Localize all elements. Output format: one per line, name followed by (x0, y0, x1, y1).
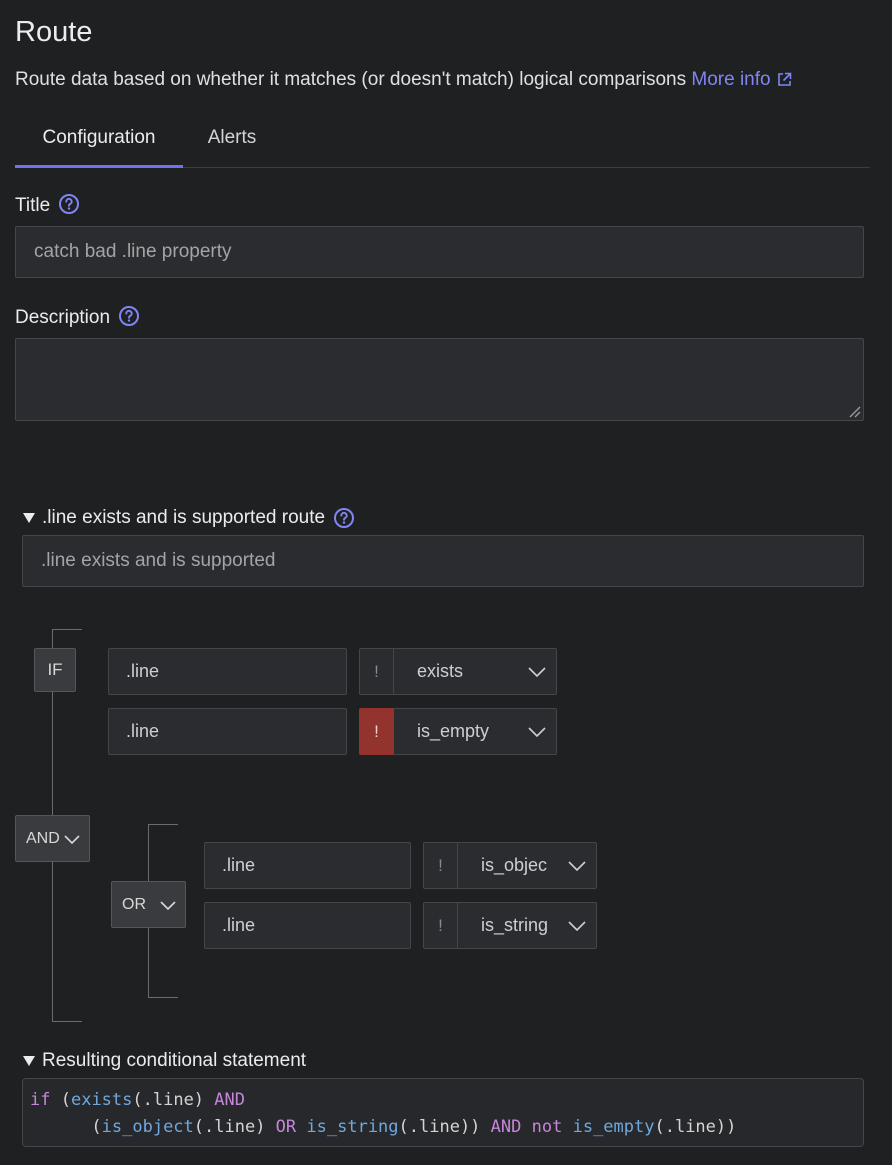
code-token: (.line) (193, 1117, 276, 1137)
operator-select[interactable]: exists (394, 648, 557, 695)
condition-field-input[interactable]: .line (204, 842, 411, 889)
code-token: not (531, 1117, 563, 1137)
operator-select[interactable]: is_string (458, 902, 597, 949)
description-label-text: Description (15, 307, 111, 328)
page-description: Route data based on whether it matches (… (15, 69, 792, 91)
title-input[interactable]: catch bad .line property (15, 226, 864, 278)
chevron-down-icon (568, 920, 586, 931)
code-token: is_object (101, 1117, 194, 1137)
negate-toggle[interactable]: ! (423, 842, 458, 889)
more-info-label: More info (691, 69, 771, 90)
negate-toggle-active[interactable]: ! (359, 708, 394, 755)
and-label: AND (26, 829, 60, 847)
chevron-down-icon (568, 860, 586, 871)
tab-bar: Configuration Alerts (15, 110, 870, 168)
code-token: ( (30, 1117, 102, 1137)
chevron-down-icon (160, 901, 176, 911)
code-token: is_string (306, 1117, 399, 1137)
title-label-text: Title (15, 195, 51, 216)
or-operator-select[interactable]: OR (111, 881, 186, 928)
description-label: Description (15, 305, 140, 329)
help-icon[interactable] (118, 305, 140, 327)
negate-toggle[interactable]: ! (423, 902, 458, 949)
condition-field-input[interactable]: .line (108, 708, 347, 755)
operator-select[interactable]: is_object (458, 842, 597, 889)
operator-select[interactable]: is_empty (394, 708, 557, 755)
code-token: if (30, 1090, 51, 1110)
tab-alerts[interactable]: Alerts (207, 127, 257, 148)
help-icon[interactable] (58, 193, 80, 215)
conditional-statement-code: if (exists(.line) AND (is_object(.line) … (22, 1078, 864, 1147)
negate-toggle[interactable]: ! (359, 648, 394, 695)
code-token: AND (490, 1117, 522, 1137)
and-operator-select[interactable]: AND (15, 815, 90, 862)
tab-configuration[interactable]: Configuration (15, 110, 183, 168)
chevron-down-icon (64, 835, 80, 845)
condition-field-input[interactable]: .line (204, 902, 411, 949)
route-name-input[interactable]: .line exists and is supported (22, 535, 864, 587)
operator-value: is_empty (417, 721, 490, 741)
collapse-triangle-icon[interactable] (23, 1056, 35, 1066)
title-label: Title (15, 193, 80, 217)
code-token: (.line)) (654, 1117, 737, 1137)
page-title: Route (15, 16, 93, 48)
code-token: ( (50, 1090, 71, 1110)
chevron-down-icon (528, 666, 546, 677)
operator-value: is_string (481, 915, 547, 935)
result-heading[interactable]: Resulting conditional statement (23, 1050, 306, 1072)
operator-value: exists (417, 661, 464, 681)
code-token: is_empty (572, 1117, 655, 1137)
code-token (521, 1117, 531, 1137)
condition-field-input[interactable]: .line (108, 648, 347, 695)
description-text: Route data based on whether it matches (… (15, 69, 687, 90)
code-token (296, 1117, 306, 1137)
more-info-link[interactable]: More info (691, 69, 791, 90)
chevron-down-icon (528, 726, 546, 737)
operator-value: is_object (481, 855, 547, 875)
route-heading-text: .line exists and is supported route (42, 507, 326, 528)
code-token: OR (275, 1117, 297, 1137)
or-label: OR (122, 895, 146, 913)
result-heading-text: Resulting conditional statement (42, 1050, 307, 1071)
external-link-icon (777, 72, 791, 86)
code-token: (.line)) (398, 1117, 491, 1137)
code-token (562, 1117, 572, 1137)
code-token: AND (214, 1090, 245, 1110)
route-heading[interactable]: .line exists and is supported route (23, 507, 355, 529)
code-token: exists (70, 1090, 133, 1110)
if-label: IF (34, 648, 76, 692)
resize-handle-icon[interactable] (847, 404, 861, 418)
collapse-triangle-icon[interactable] (23, 513, 35, 523)
description-textarea[interactable] (15, 338, 864, 421)
code-token: (.line) (132, 1090, 215, 1110)
help-icon[interactable] (333, 507, 355, 529)
